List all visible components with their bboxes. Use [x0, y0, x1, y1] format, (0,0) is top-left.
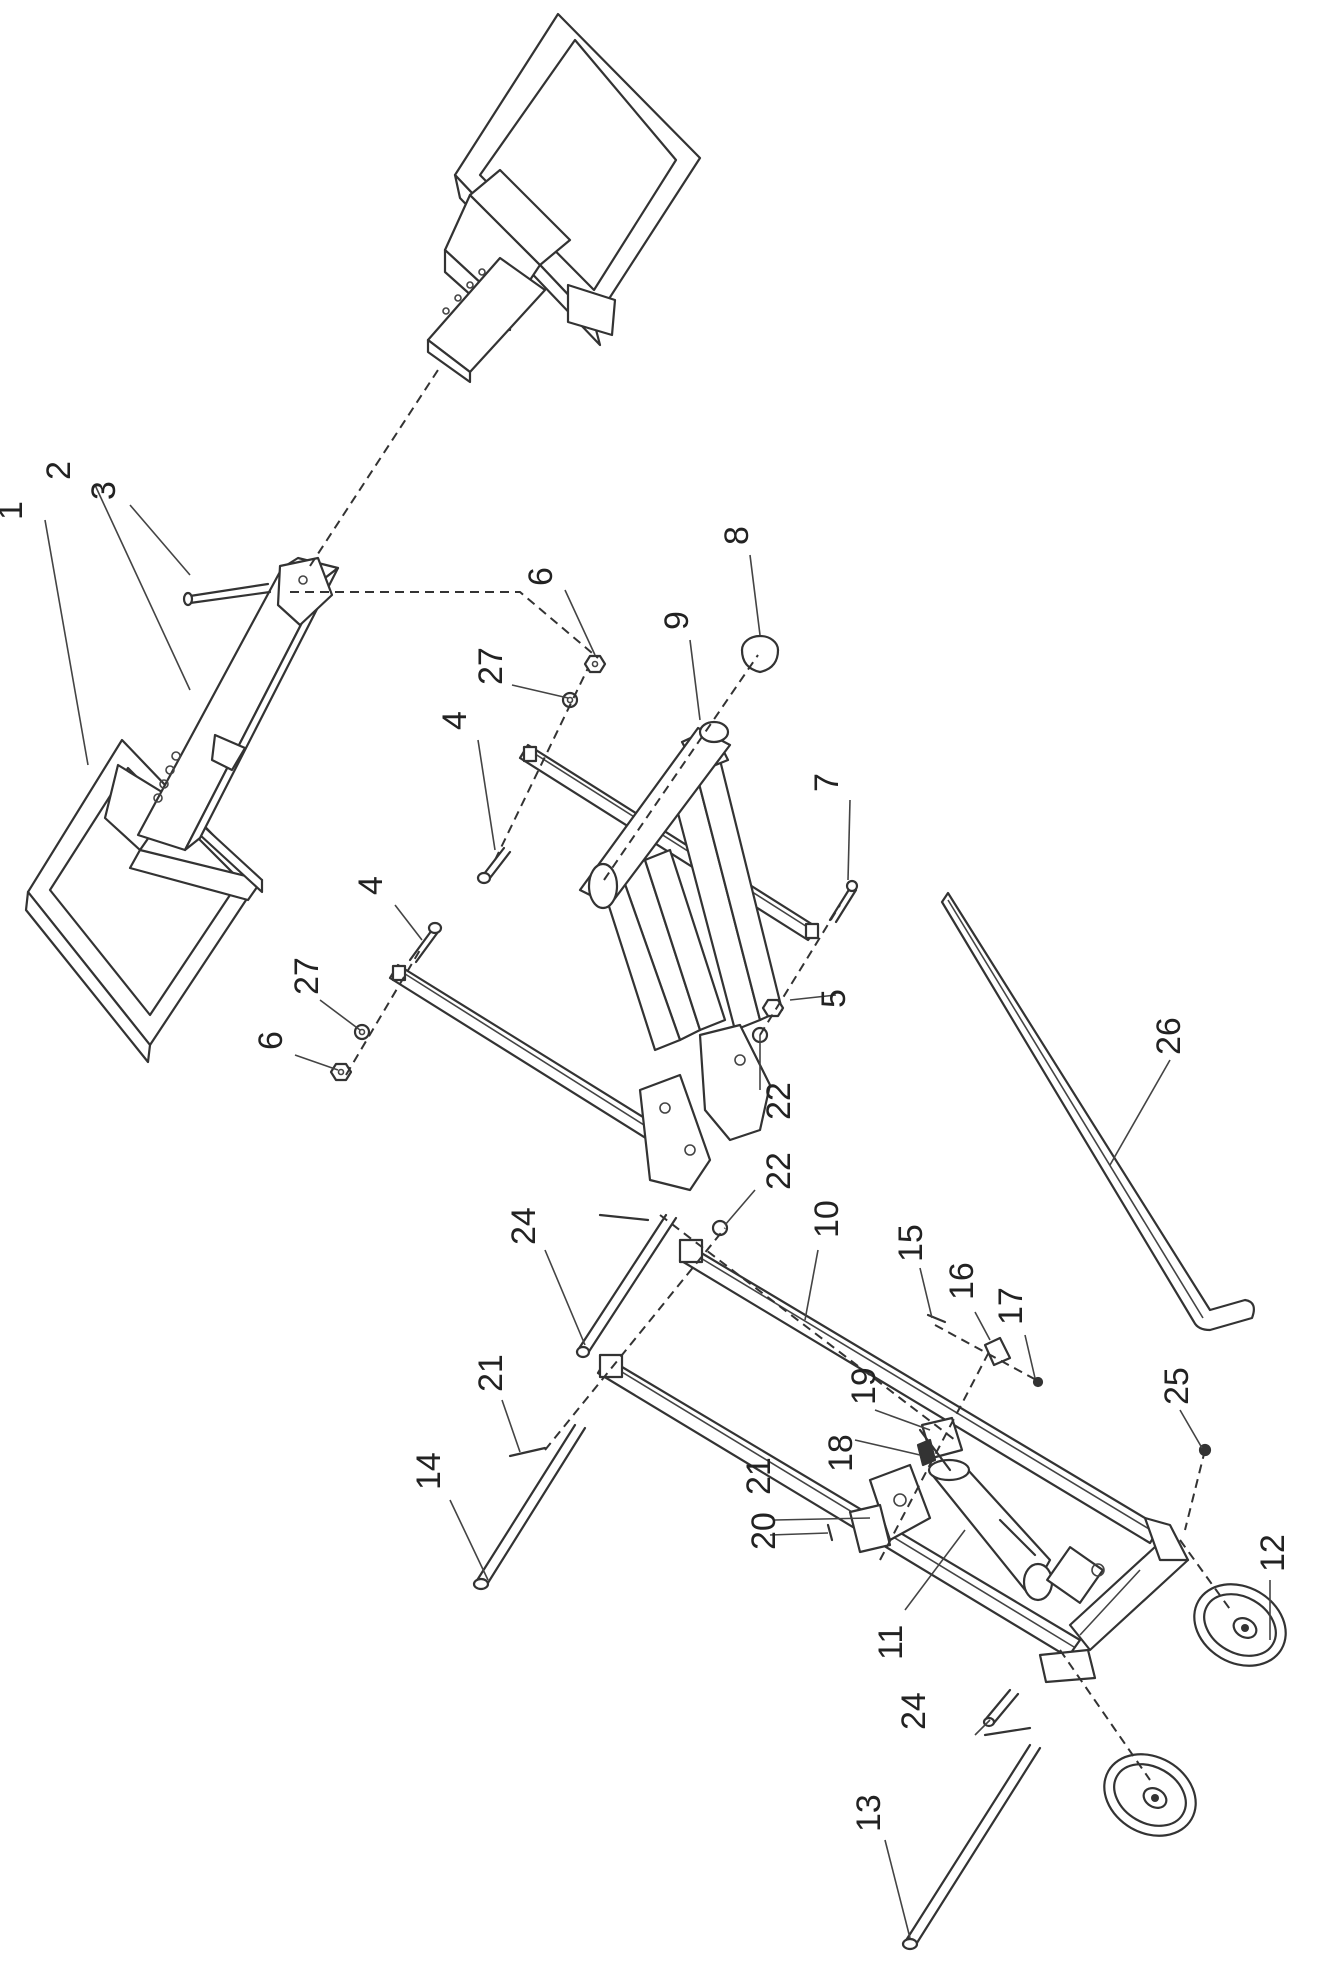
nut-6-lower: [329, 1062, 353, 1082]
wheel-part-12-left: [1103, 1753, 1197, 1837]
callout-labels: 1 2 3 4 4 5 6 6 7 8 9 10 11 12 13 14 15 …: [0, 461, 1292, 1832]
pin-part-13: [901, 1726, 1042, 1951]
callout-27-lower: 27: [288, 957, 326, 995]
pin-part-24-upper: [575, 1213, 678, 1359]
washer-27-lower: [353, 1023, 371, 1041]
callout-20: 20: [745, 1512, 783, 1550]
scissor-arm-left: [596, 848, 727, 1052]
callout-24-upper: 24: [505, 1207, 543, 1245]
pin-part-24-lower: [982, 1688, 1020, 1728]
nut-6-upper: [583, 654, 607, 674]
callout-13: 13: [850, 1794, 888, 1832]
callout-4-upper: 4: [436, 711, 474, 730]
callout-21-upper: 21: [472, 1354, 510, 1392]
callout-14: 14: [410, 1452, 448, 1490]
lower-bracket: [638, 1023, 772, 1192]
callout-6-lower: 6: [252, 1031, 290, 1050]
bolt-4-lower: [408, 921, 443, 964]
wheel-part-12-right: [1193, 1583, 1287, 1667]
callout-6-upper: 6: [522, 567, 560, 586]
hydraulic-jack-part-11: [927, 1458, 1105, 1604]
main-beam: [136, 556, 340, 852]
callout-18: 18: [822, 1434, 860, 1472]
callout-22-upper: 22: [760, 1082, 798, 1120]
leader-lines: [44, 484, 1271, 1939]
callout-22-lower: 22: [760, 1152, 798, 1190]
handle-socket-part-16: [983, 1336, 1012, 1367]
callout-7: 7: [808, 773, 846, 792]
callout-25: 25: [1158, 1367, 1196, 1405]
callout-12: 12: [1254, 1534, 1292, 1572]
bolt-4-upper: [476, 846, 512, 885]
screw-part-15: [926, 1313, 947, 1324]
callout-10: 10: [808, 1200, 846, 1238]
callout-9: 9: [658, 611, 696, 630]
pin-part-14: [472, 1423, 587, 1591]
lower-frame-part-10: [596, 1238, 1190, 1684]
end-cap-part-8: [740, 634, 780, 674]
callout-27-upper: 27: [472, 647, 510, 685]
callout-8: 8: [718, 526, 756, 545]
callout-15: 15: [892, 1224, 930, 1262]
top-saddle-pad: [426, 12, 702, 384]
callout-2: 2: [40, 461, 78, 480]
pump-bracket: [848, 1416, 964, 1554]
callout-11: 11: [872, 1625, 910, 1660]
left-saddle-pad: [24, 738, 264, 1064]
callout-16: 16: [943, 1262, 981, 1300]
callout-3: 3: [85, 481, 123, 500]
cotter-pin-21-lower: [826, 1523, 834, 1542]
handle-part-26: [940, 891, 1255, 1332]
callout-24-lower: 24: [895, 1692, 933, 1730]
callout-4-lower: 4: [352, 876, 390, 895]
callout-19: 19: [845, 1367, 883, 1405]
callout-26: 26: [1150, 1017, 1188, 1055]
ball-part-17: [1032, 1376, 1044, 1388]
cotter-pin-21-upper: [508, 1446, 547, 1458]
assembly-lines: [290, 369, 1233, 1781]
callout-17: 17: [992, 1287, 1030, 1325]
callout-5: 5: [815, 989, 853, 1008]
callout-21-lower: 21: [740, 1457, 778, 1495]
pin-part-3: [182, 582, 272, 607]
callout-1: 1: [0, 501, 30, 520]
